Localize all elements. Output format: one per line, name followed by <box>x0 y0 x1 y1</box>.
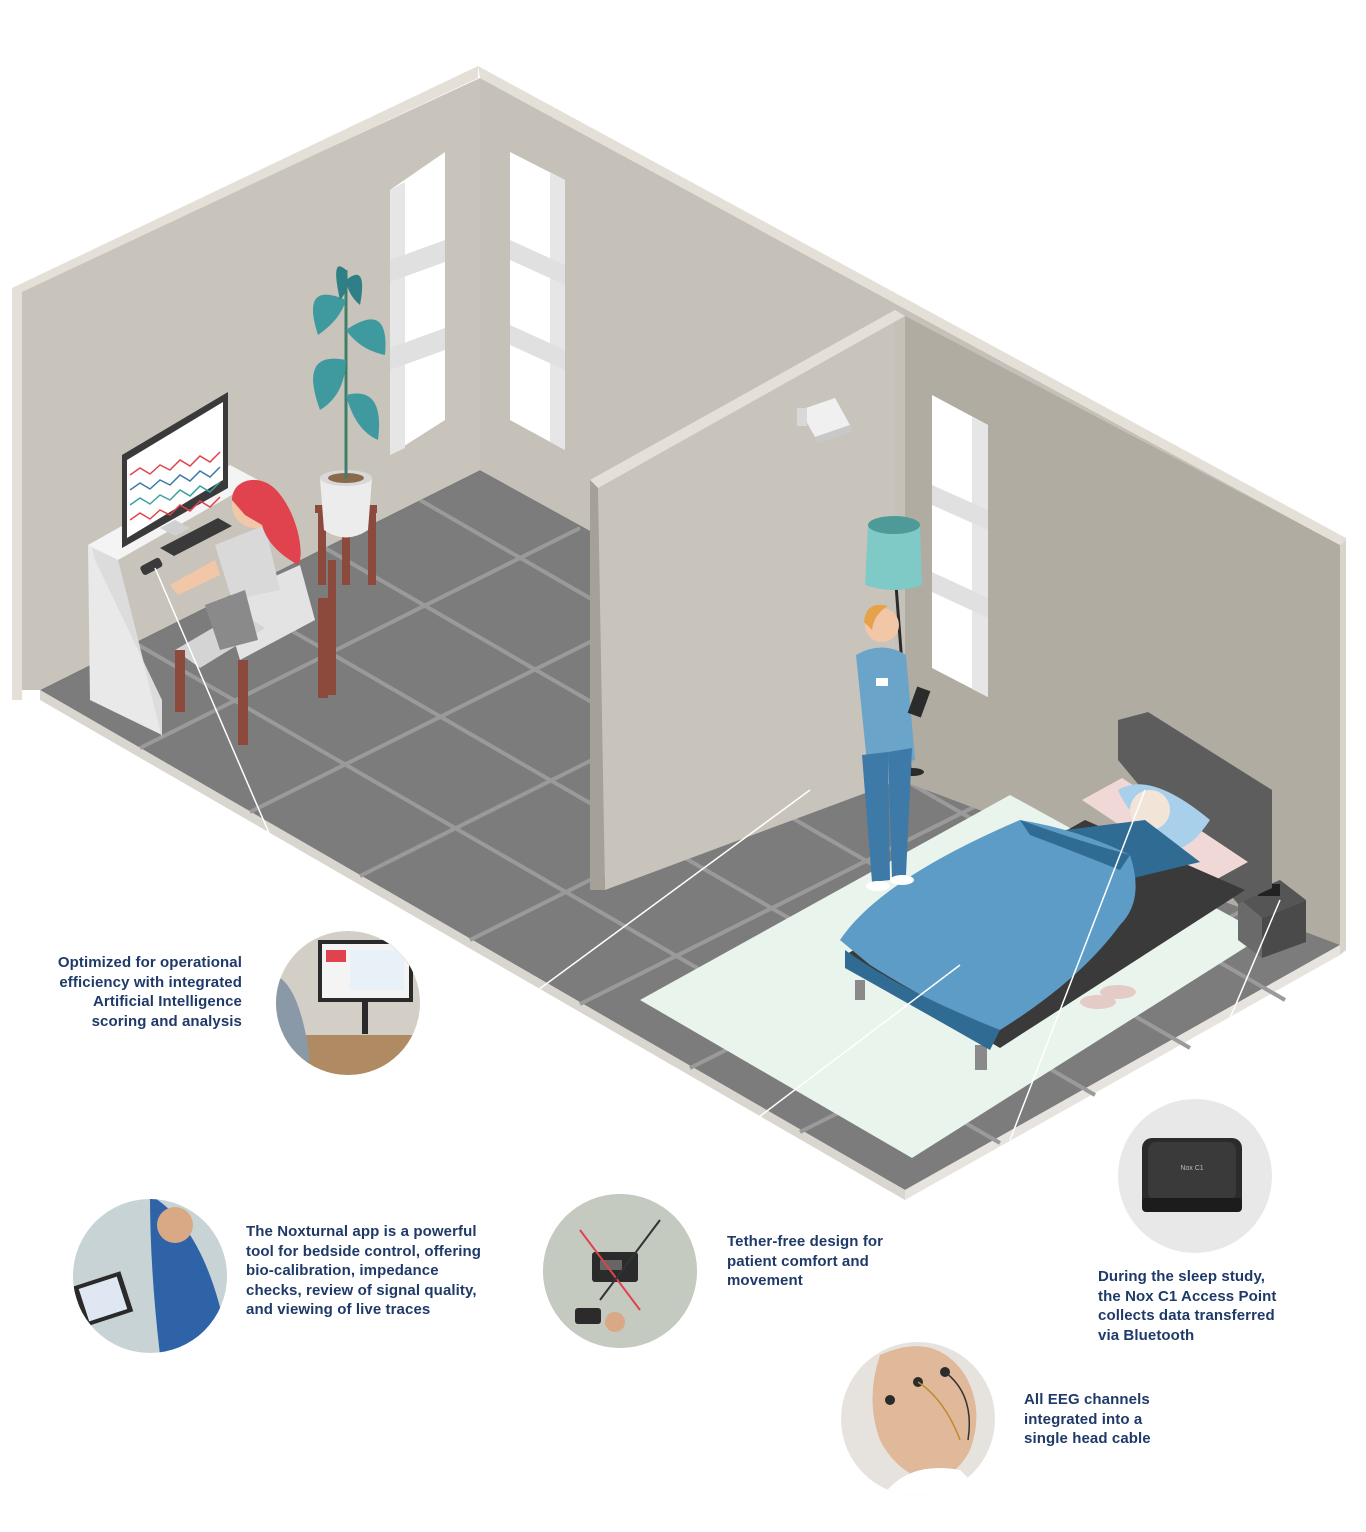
nurse-figure <box>856 604 931 891</box>
photo-tether-free <box>543 1194 697 1348</box>
window-center <box>510 152 565 450</box>
callout-tether-free: Tether-free design for patient comfort a… <box>727 1232 883 1291</box>
callout-line: movement <box>727 1272 803 1289</box>
callout-eeg-cable: All EEG channels integrated into a singl… <box>1024 1390 1151 1449</box>
plant-icon <box>312 266 386 585</box>
camera-icon <box>797 398 852 444</box>
callout-line: Artificial Intelligence <box>92 993 242 1010</box>
photo-noxturnal-app <box>73 1199 227 1353</box>
callout-line: bio-calibration, impedance <box>246 1262 439 1279</box>
connector-lines <box>154 567 1281 1141</box>
callout-line: via Bluetooth <box>1098 1326 1195 1344</box>
window-right <box>932 395 988 697</box>
bed-icon <box>840 712 1272 1070</box>
callout-line: patient comfort and <box>727 1252 869 1270</box>
photo-eeg-cable <box>841 1342 995 1496</box>
callout-line: the Nox C1 Access Point <box>1098 1287 1277 1305</box>
access-point-icon: Nox C1 <box>1142 1138 1242 1212</box>
callout-access-point: During the sleep study, the Nox C1 Acces… <box>1098 1267 1276 1345</box>
technician-at-desk <box>170 479 301 650</box>
callout-line: and viewing of live traces <box>246 1301 431 1318</box>
device-label: Nox C1 <box>1180 1165 1203 1172</box>
photo-access-point: Nox C1 <box>1118 1099 1272 1253</box>
callout-line: efficiency with integrated <box>59 973 242 991</box>
callout-line: Tether-free design for <box>727 1233 884 1250</box>
callout-noxturnal-app: The Noxturnal app is a powerful tool for… <box>246 1222 481 1320</box>
callout-line: scoring and analysis <box>91 1012 242 1030</box>
window-left <box>390 152 445 455</box>
callout-line: integrated into a <box>1024 1410 1143 1428</box>
callout-line: tool for bedside control, offering <box>246 1242 482 1260</box>
callout-line: All EEG channels <box>1024 1391 1150 1408</box>
photo-ai-scoring <box>276 931 420 1075</box>
nightstand <box>1238 880 1306 958</box>
keyboard <box>160 518 232 556</box>
monitor-icon <box>122 392 228 548</box>
callout-line: The Noxturnal app is a powerful <box>246 1223 477 1240</box>
partition-wall <box>595 320 895 890</box>
callout-line: single head cable <box>1024 1430 1151 1447</box>
callout-line: checks, review of signal quality, <box>246 1281 477 1299</box>
callout-ai-scoring: Optimized for operational efficiency wit… <box>58 953 242 1031</box>
desk-area <box>88 266 386 745</box>
callout-line: During the sleep study, <box>1098 1268 1266 1285</box>
callout-line: Optimized for operational <box>57 954 242 971</box>
callout-line: collects data transferred <box>1098 1307 1275 1324</box>
